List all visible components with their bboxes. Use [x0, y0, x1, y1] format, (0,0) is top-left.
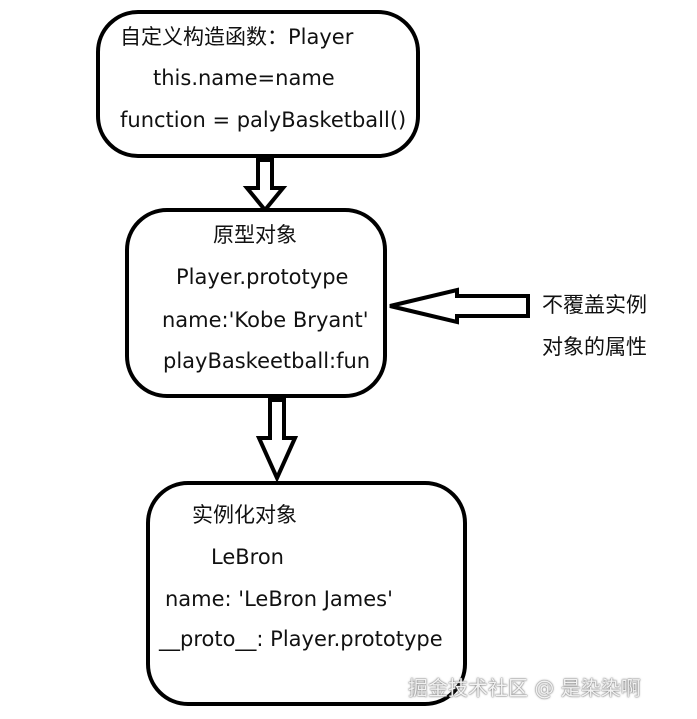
side-note-line1: 不覆盖实例 — [542, 293, 647, 317]
instance-line-proto: __proto__: Player.prototype — [159, 627, 443, 651]
instance-line-variable: LeBron — [211, 545, 284, 569]
down-arrow-prototype-to-instance — [255, 398, 299, 483]
left-arrow-to-prototype — [389, 287, 530, 325]
down-arrow-constructor-to-prototype — [242, 158, 288, 214]
constructor-title: 自定义构造函数：Player — [120, 25, 354, 49]
prototype-box — [125, 208, 387, 398]
watermark-text: 掘金技术社区 @ 是染染啊 — [408, 676, 641, 700]
constructor-line-name: this.name=name — [153, 66, 335, 90]
constructor-line-function: function = palyBasketball() — [120, 108, 407, 132]
prototype-line-name: name:'Kobe Bryant' — [162, 308, 369, 332]
constructor-box — [96, 10, 420, 158]
side-note-line2: 对象的属性 — [542, 335, 647, 359]
instance-box — [146, 481, 467, 706]
prototype-line-method: playBaskeetball:fun — [163, 349, 371, 373]
instance-title: 实例化对象 — [192, 503, 297, 527]
prototype-title: 原型对象 — [213, 223, 297, 247]
instance-line-name: name: 'LeBron James' — [165, 587, 393, 611]
prototype-line-ref: Player.prototype — [176, 265, 349, 289]
